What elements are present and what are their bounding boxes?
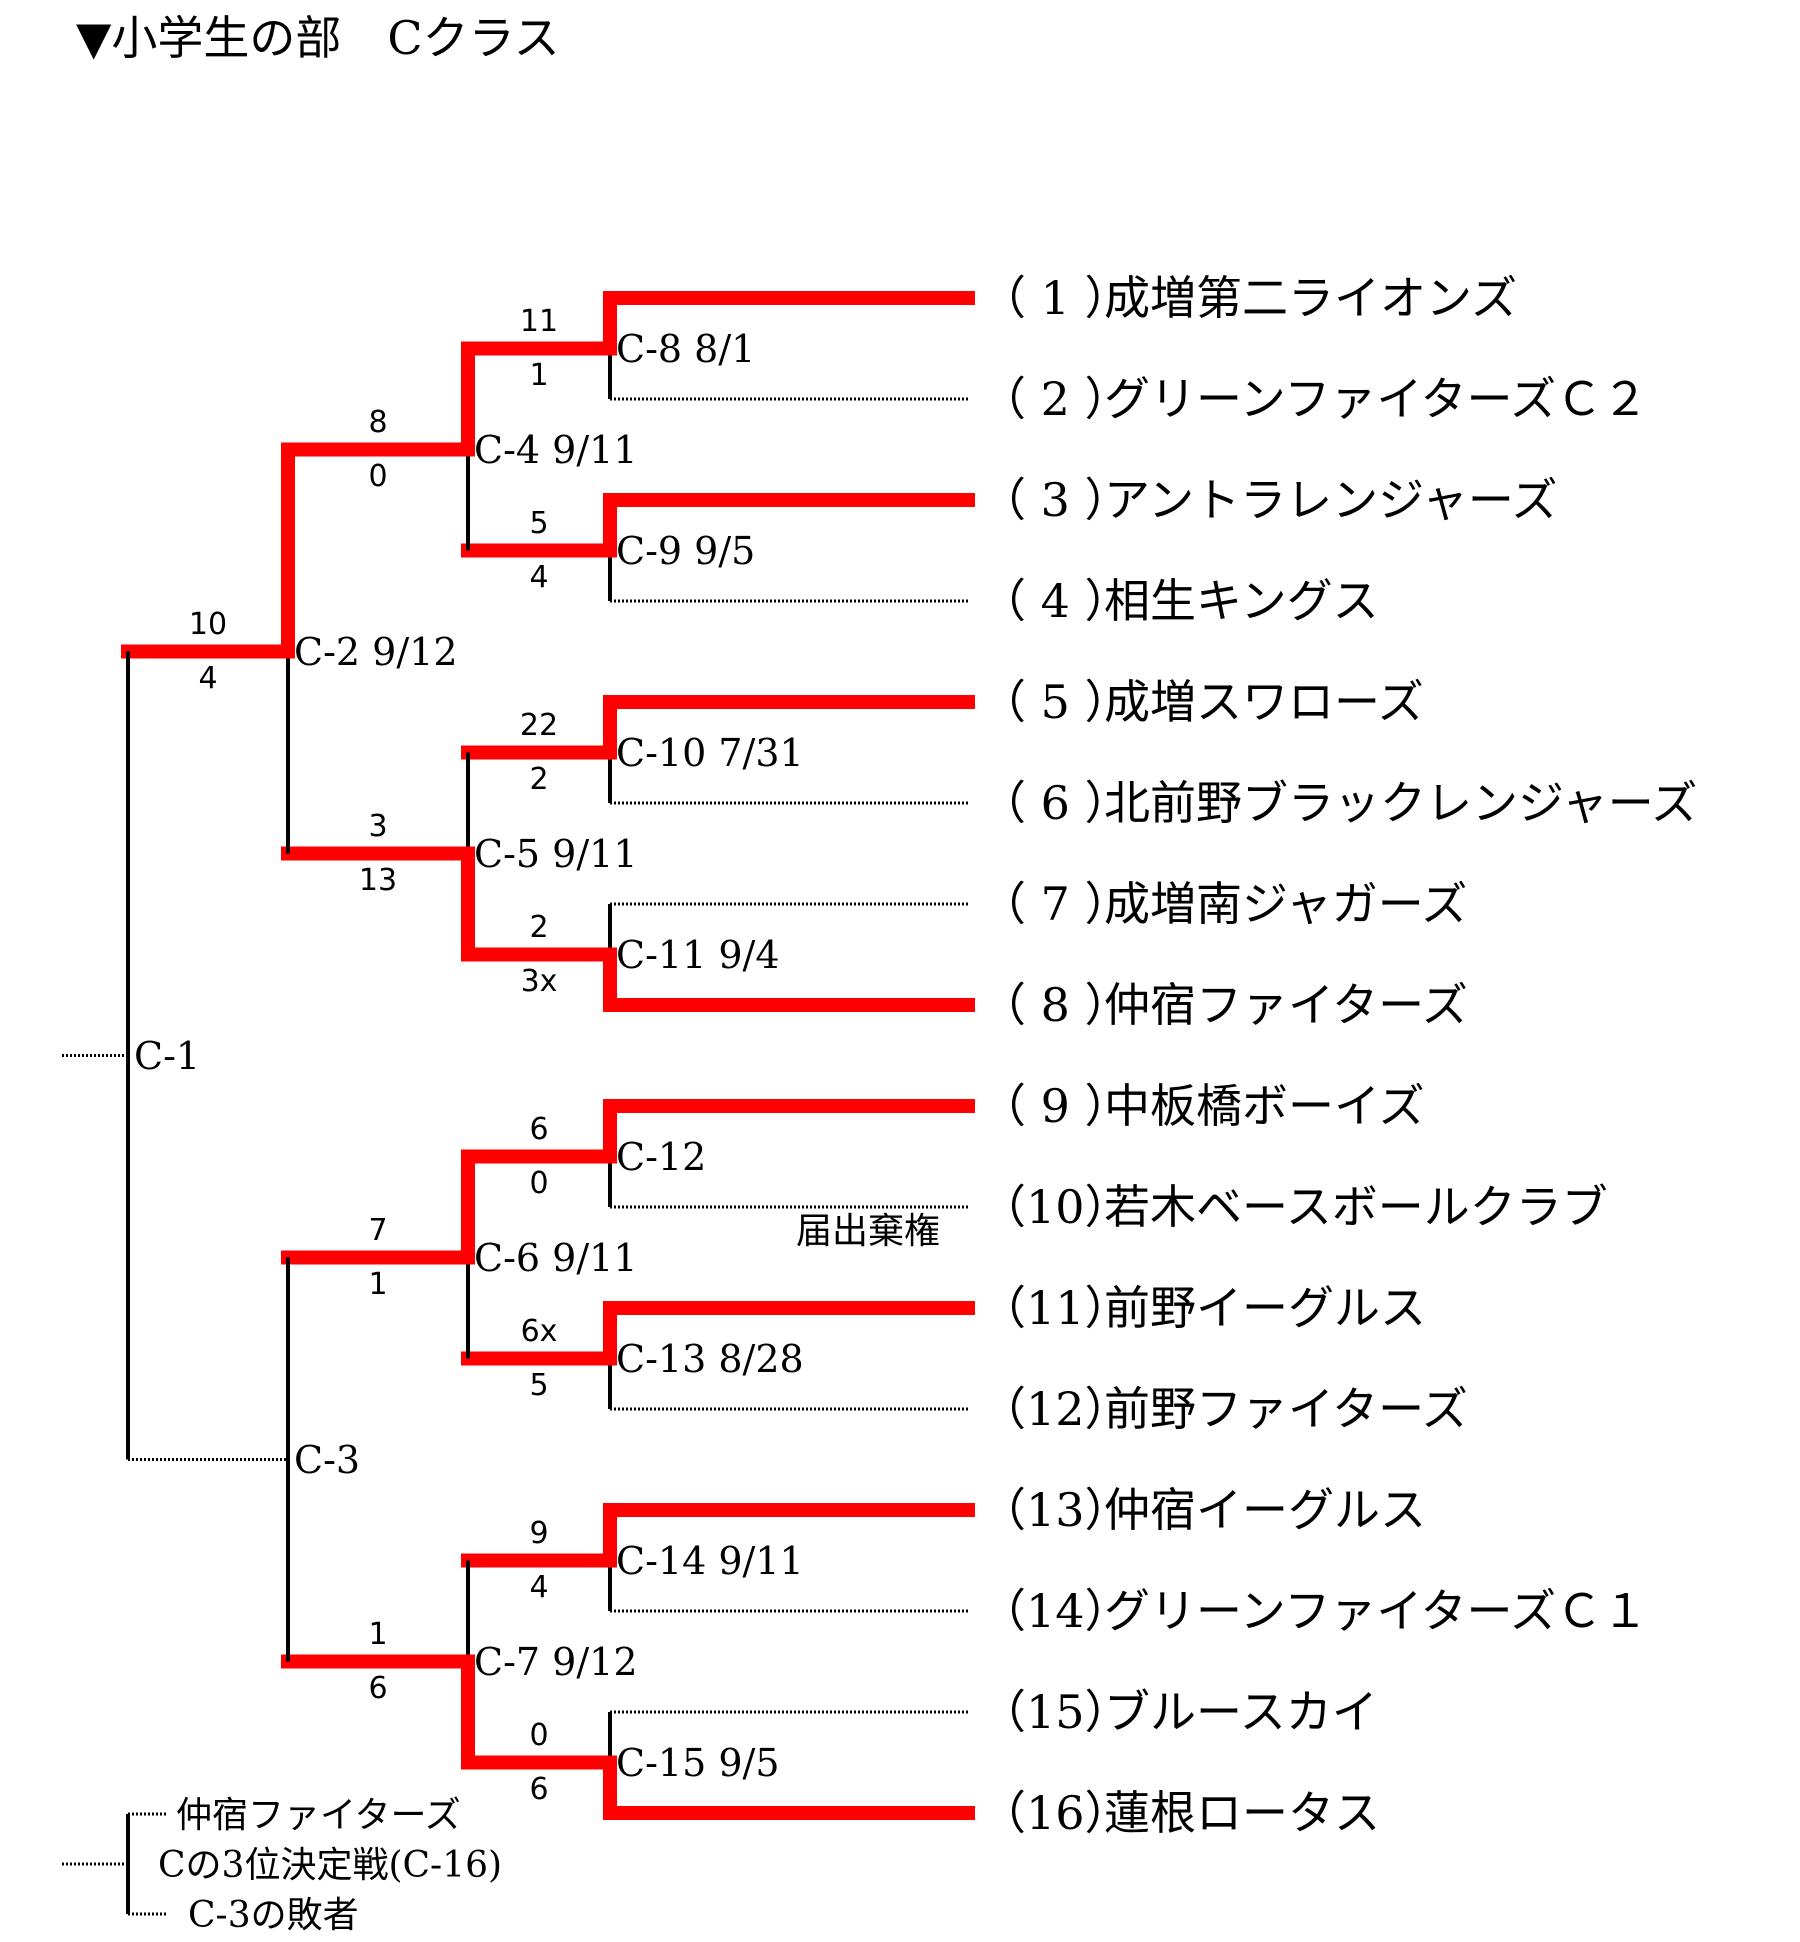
match-label: C-14 9/11 <box>616 1538 804 1583</box>
match-label: C-12 <box>616 1134 707 1179</box>
score-bottom: 4 <box>529 559 549 595</box>
team-seed: （ 4 ） <box>980 574 1131 628</box>
team-seed: （12） <box>980 1382 1131 1436</box>
team-name: 仲宿イーグルス <box>1104 1483 1426 1537</box>
team-entry: （ 8 ）仲宿ファイターズ <box>980 975 1468 1035</box>
team-entry: （ 9 ）中板橋ボーイズ <box>980 1076 1425 1136</box>
team-name: 仲宿ファイターズ <box>1104 978 1468 1032</box>
team-seed: （ 1 ） <box>980 271 1131 325</box>
score-top: 8 <box>368 404 388 440</box>
team-entry: （13）仲宿イーグルス <box>980 1480 1426 1540</box>
team-name: 前野ファイターズ <box>1104 1382 1468 1436</box>
score-bottom: 2 <box>529 761 549 797</box>
score-bottom: 13 <box>358 862 398 898</box>
score-top: 9 <box>529 1515 549 1551</box>
team-name: 若木ベースボールクラブ <box>1104 1180 1608 1234</box>
score-top: 3 <box>368 808 388 844</box>
team-seed: （ 8 ） <box>980 978 1131 1032</box>
third-place-label: Cの3位決定戦(C-16) <box>158 1845 503 1886</box>
match-label: C-11 9/4 <box>616 932 780 977</box>
score-bottom: 0 <box>529 1165 549 1201</box>
match-label: C-10 7/31 <box>616 730 804 775</box>
score-bottom: 1 <box>368 1266 388 1302</box>
team-seed: （15） <box>980 1685 1131 1739</box>
team-name: 中板橋ボーイズ <box>1104 1079 1425 1133</box>
match-label: C-9 9/5 <box>616 528 756 573</box>
match-label: C-7 9/12 <box>474 1639 638 1684</box>
match-label: C-3 <box>294 1437 361 1482</box>
team-name: アントラレンジャーズ <box>1104 473 1558 527</box>
team-seed: （10） <box>980 1180 1131 1234</box>
score-bottom: 6 <box>529 1771 549 1807</box>
team-seed: （ 5 ） <box>980 675 1131 729</box>
team-name: グリーンファイターズＣ２ <box>1104 372 1649 426</box>
score-top: 7 <box>368 1212 388 1248</box>
team-name: 北前野ブラックレンジャーズ <box>1104 776 1698 830</box>
team-entry: （ 3 ）アントラレンジャーズ <box>980 470 1558 530</box>
team-entry: （ 2 ）グリーンファイターズＣ２ <box>980 369 1648 429</box>
team-entry: （ 6 ）北前野ブラックレンジャーズ <box>980 773 1697 833</box>
team-entry: （ 7 ）成増南ジャガーズ <box>980 874 1467 934</box>
team-name: ブルースカイ <box>1104 1685 1378 1739</box>
match-label: C-8 8/1 <box>616 326 756 371</box>
team-seed: （11） <box>980 1281 1131 1335</box>
third-place-entrant-a: 仲宿ファイターズ <box>176 1795 461 1836</box>
score-top: 6 <box>529 1111 549 1147</box>
team-name: 前野イーグルス <box>1104 1281 1426 1335</box>
team-entry: （12）前野ファイターズ <box>980 1379 1468 1439</box>
score-top: 10 <box>188 606 228 642</box>
match-label: C-5 9/11 <box>474 831 638 876</box>
team-entry: （15）ブルースカイ <box>980 1682 1378 1742</box>
team-entry: （ 1 ）成増第二ライオンズ <box>980 268 1517 328</box>
score-bottom: 4 <box>529 1569 549 1605</box>
match-label: C-13 8/28 <box>616 1336 804 1381</box>
score-bottom: 3x <box>520 963 558 999</box>
score-bottom: 0 <box>368 458 388 494</box>
team-seed: （13） <box>980 1483 1131 1537</box>
match-label: C-15 9/5 <box>616 1740 780 1785</box>
team-entry: （16）蓮根ロータス <box>980 1783 1380 1843</box>
team-name: 相生キングス <box>1104 574 1379 628</box>
team-seed: （ 9 ） <box>980 1079 1131 1133</box>
team-name: 成増第二ライオンズ <box>1104 271 1518 325</box>
team-entry: （10）若木ベースボールクラブ <box>980 1177 1608 1237</box>
team-entry: （ 5 ）成増スワローズ <box>980 672 1424 732</box>
match-label: C-4 9/11 <box>474 427 638 472</box>
team-name: 成増南ジャガーズ <box>1104 877 1468 931</box>
team-seed: （16） <box>980 1786 1131 1840</box>
score-bottom: 4 <box>198 660 218 696</box>
score-top: 22 <box>519 707 559 743</box>
team-seed: （14） <box>980 1584 1131 1638</box>
team-seed: （ 6 ） <box>980 776 1131 830</box>
score-top: 5 <box>529 505 549 541</box>
team-name: グリーンファイターズＣ１ <box>1104 1584 1649 1638</box>
match-label: C-6 9/11 <box>474 1235 638 1280</box>
forfeit-note: 届出棄権 <box>796 1211 941 1252</box>
team-entry: （14）グリーンファイターズＣ１ <box>980 1581 1648 1641</box>
score-bottom: 6 <box>368 1670 388 1706</box>
team-name: 成増スワローズ <box>1104 675 1424 729</box>
score-top: 11 <box>519 303 559 339</box>
team-name: 蓮根ロータス <box>1104 1786 1380 1840</box>
score-bottom: 1 <box>529 357 549 393</box>
team-seed: （ 3 ） <box>980 473 1131 527</box>
score-top: 2 <box>529 909 549 945</box>
team-seed: （ 2 ） <box>980 372 1131 426</box>
team-seed: （ 7 ） <box>980 877 1131 931</box>
team-entry: （11）前野イーグルス <box>980 1278 1426 1338</box>
third-place-entrant-b: C-3の敗者 <box>188 1895 359 1936</box>
score-bottom: 5 <box>529 1367 549 1403</box>
match-label: C-1 <box>134 1033 201 1078</box>
score-top: 1 <box>368 1616 388 1652</box>
score-top: 6x <box>520 1313 558 1349</box>
page-title: ▼小学生の部 Cクラス <box>76 11 560 65</box>
match-label: C-2 9/12 <box>294 629 458 674</box>
score-top: 0 <box>529 1717 549 1753</box>
team-entry: （ 4 ）相生キングス <box>980 571 1379 631</box>
